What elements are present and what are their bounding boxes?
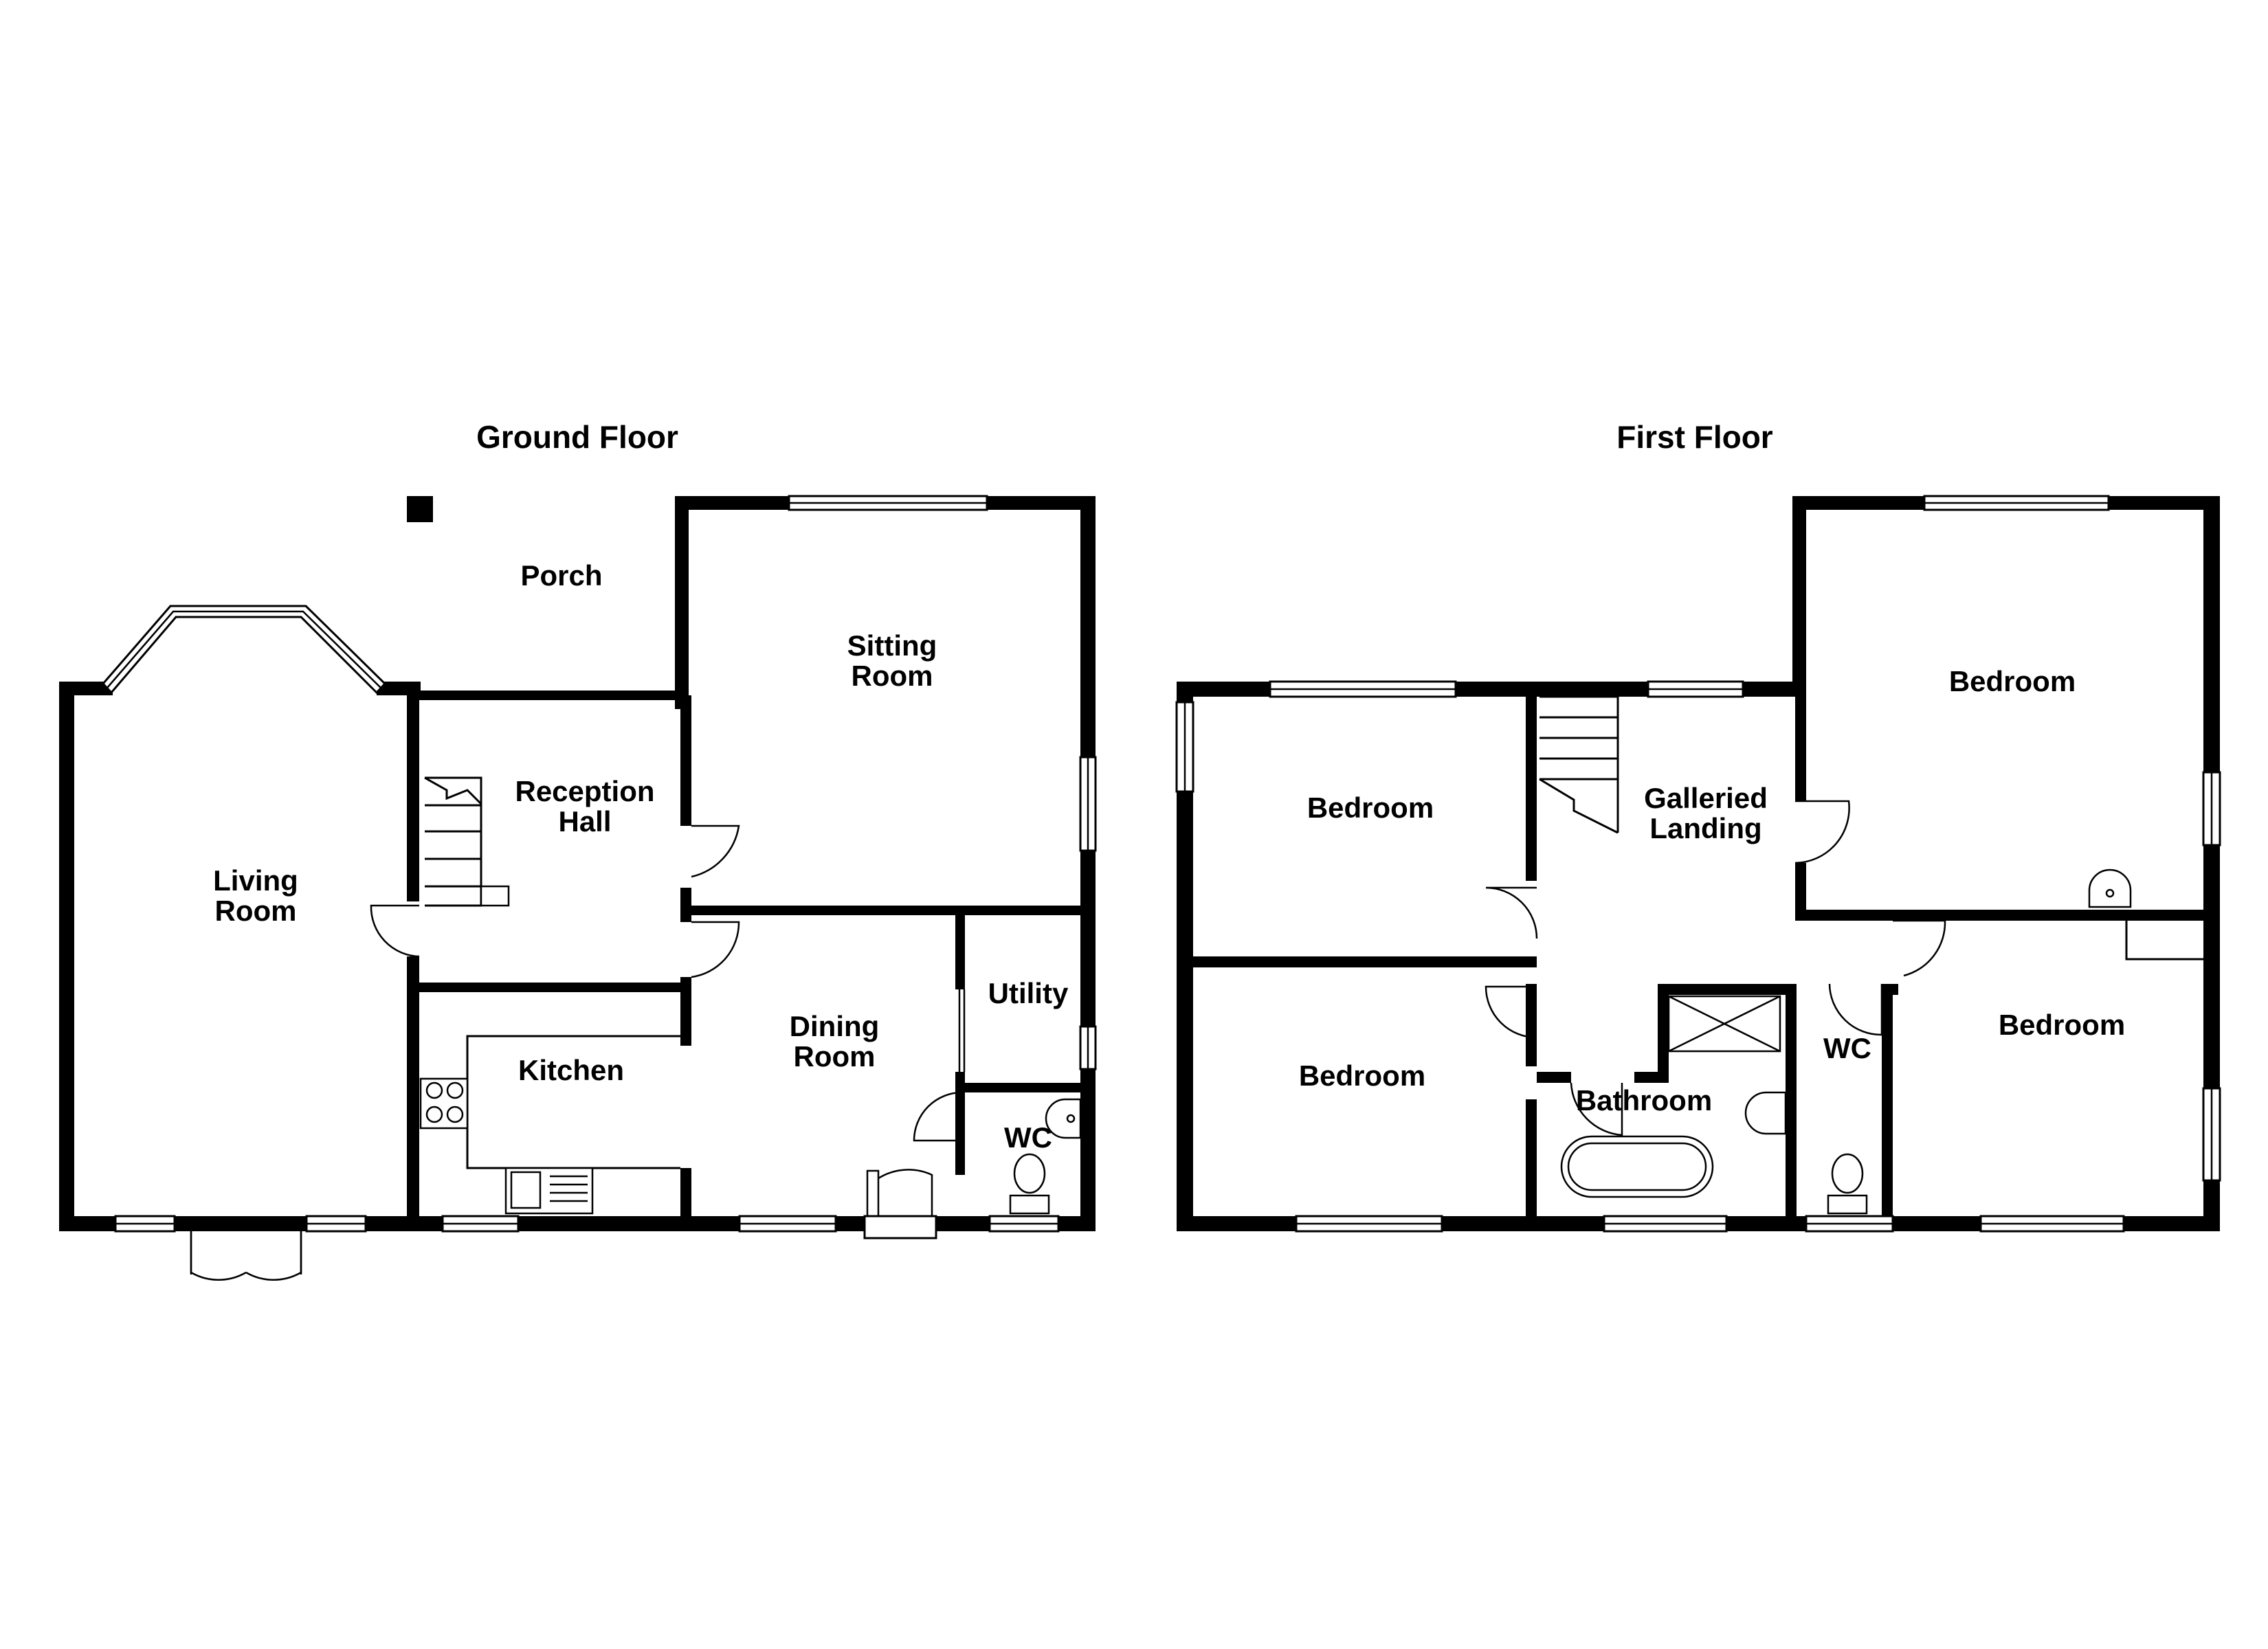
kitchen-label: Kitchen	[518, 1054, 624, 1086]
sitting-room-label-line2: Room	[852, 660, 933, 692]
reception-hall-label-line1: Reception	[515, 775, 654, 807]
living-room-label-line1: Living	[213, 864, 298, 897]
bathroom-fittings	[1560, 868, 2203, 1215]
porch-label: Porch	[520, 559, 602, 592]
ground-floor-plan: Ground Floor	[59, 419, 1097, 1281]
first-floor-plan: First Floor	[1175, 419, 2221, 1233]
sitting-room-label-line1: Sitting	[847, 629, 937, 662]
first-floor-title: First Floor	[1616, 419, 1773, 455]
bay-window	[101, 605, 387, 695]
utility-label: Utility	[988, 977, 1069, 1009]
first-floor-walls	[1177, 496, 2220, 1231]
bedroom-rear-left-label: Bedroom	[1299, 1059, 1425, 1092]
living-room-label-line2: Room	[215, 895, 297, 927]
dining-room-label-line2: Room	[794, 1040, 876, 1073]
porch-pillar	[407, 496, 433, 522]
bedroom-front-left-label: Bedroom	[1307, 792, 1434, 824]
bedroom-master-label: Bedroom	[1949, 665, 2076, 697]
galleried-landing-label-line2: Landing	[1649, 812, 1761, 844]
first-floor-stairs	[1539, 695, 1619, 834]
first-wc-label: WC	[1823, 1032, 1871, 1064]
bathroom-label: Bathroom	[1576, 1084, 1712, 1117]
kitchen-units	[419, 1035, 680, 1215]
ground-floor-stairs	[424, 776, 510, 907]
ground-wc-fittings	[1009, 1098, 1082, 1215]
bedroom-rear-right-label: Bedroom	[1999, 1009, 2125, 1041]
ground-floor-doors	[190, 824, 966, 1281]
ground-floor-windows	[114, 495, 1097, 1233]
galleried-landing-label-line1: Galleried	[1644, 782, 1768, 814]
first-floor-labels: Bedroom Bedroom Galleried Landing Bedroo…	[1299, 665, 2125, 1117]
first-floor-windows	[1175, 495, 2221, 1233]
ground-floor-title: Ground Floor	[476, 419, 678, 455]
dining-room-label-line1: Dining	[790, 1010, 880, 1042]
ground-floor-labels: Porch Sitting Room Reception Hall Living…	[213, 559, 1069, 1154]
reception-hall-label-line2: Hall	[558, 805, 611, 838]
ground-wc-label: WC	[1004, 1121, 1052, 1154]
first-floor-doors	[1485, 800, 1946, 1136]
